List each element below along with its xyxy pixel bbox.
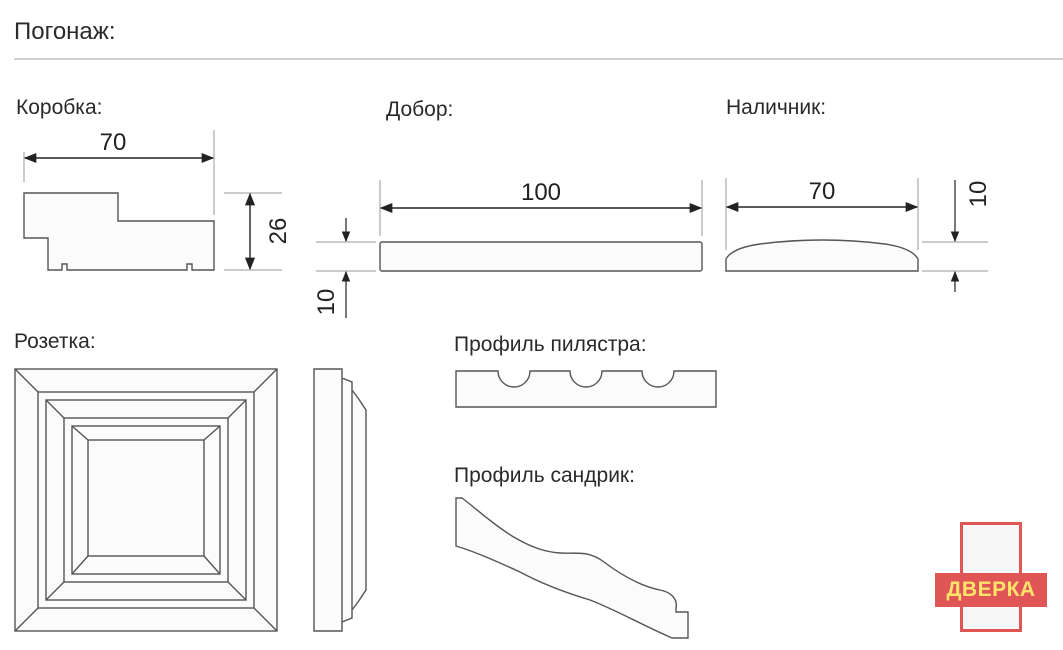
dobor-thickness-dim: 10 bbox=[313, 289, 340, 316]
rozetka-front bbox=[14, 368, 278, 632]
logo-text: ДВЕРКА bbox=[935, 573, 1047, 607]
korobka-height-dim: 26 bbox=[265, 218, 292, 245]
nalichnik-width-dim: 70 bbox=[809, 178, 836, 205]
korobka-label: Коробка: bbox=[16, 96, 103, 119]
rozetka-label: Розетка: bbox=[14, 330, 96, 353]
dobor-profile bbox=[379, 241, 703, 272]
korobka-width-dim: 70 bbox=[100, 129, 127, 156]
nalichnik-profile bbox=[725, 239, 919, 272]
pilastra-label: Профиль пилястра: bbox=[454, 333, 647, 356]
korobka-drawing bbox=[23, 192, 215, 271]
pilastra-profile bbox=[455, 370, 717, 408]
sandrik-profile bbox=[455, 497, 689, 639]
page-title: Погонаж: bbox=[14, 18, 116, 45]
title-divider bbox=[14, 58, 1063, 60]
nalichnik-thickness-dim: 10 bbox=[965, 181, 992, 208]
nalichnik-label: Наличник: bbox=[726, 96, 827, 119]
rozetka-side bbox=[313, 368, 367, 632]
sandrik-label: Профиль сандрик: bbox=[454, 464, 635, 487]
korobka-profile bbox=[23, 192, 215, 271]
dobor-width-dim: 100 bbox=[521, 179, 561, 206]
dobor-label: Добор: bbox=[386, 98, 454, 121]
